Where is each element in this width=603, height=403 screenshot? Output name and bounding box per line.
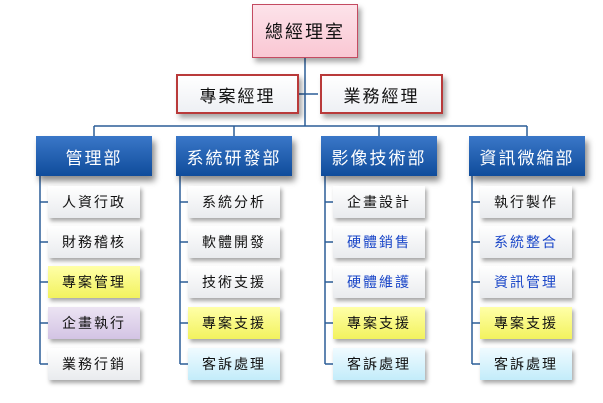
dept-item: 軟體開發 <box>188 226 280 258</box>
dept-item: 技術支援 <box>188 266 280 298</box>
dept-system-rd-node: 系統研發部 <box>176 136 292 176</box>
dept-management-node: 管理部 <box>36 136 152 176</box>
dept-info-micro-node: 資訊微縮部 <box>469 136 585 176</box>
dept-item: 資訊管理 <box>480 266 572 298</box>
dept-item: 客訴處理 <box>333 348 425 380</box>
dept-item: 系統分析 <box>188 186 280 218</box>
general-manager-office-node: 總經理室 <box>252 4 358 58</box>
dept-item: 硬體銷售 <box>333 226 425 258</box>
dept-item: 專案支援 <box>333 307 425 339</box>
project-manager-node: 專案經理 <box>176 74 299 114</box>
dept-imaging-tech-node: 影像技術部 <box>321 136 437 176</box>
dept-item: 客訴處理 <box>188 348 280 380</box>
business-manager-node: 業務經理 <box>320 74 443 114</box>
dept-item: 財務稽核 <box>48 226 140 258</box>
dept-item: 客訴處理 <box>480 348 572 380</box>
dept-item: 執行製作 <box>480 186 572 218</box>
dept-item: 企畫設計 <box>333 186 425 218</box>
dept-item: 專案管理 <box>48 266 140 298</box>
dept-item: 專案支援 <box>480 307 572 339</box>
dept-item: 硬體維護 <box>333 266 425 298</box>
dept-item: 人資行政 <box>48 186 140 218</box>
dept-item: 專案支援 <box>188 307 280 339</box>
dept-item: 業務行銷 <box>48 348 140 380</box>
dept-item: 企畫執行 <box>48 307 140 339</box>
dept-item: 系統整合 <box>480 226 572 258</box>
